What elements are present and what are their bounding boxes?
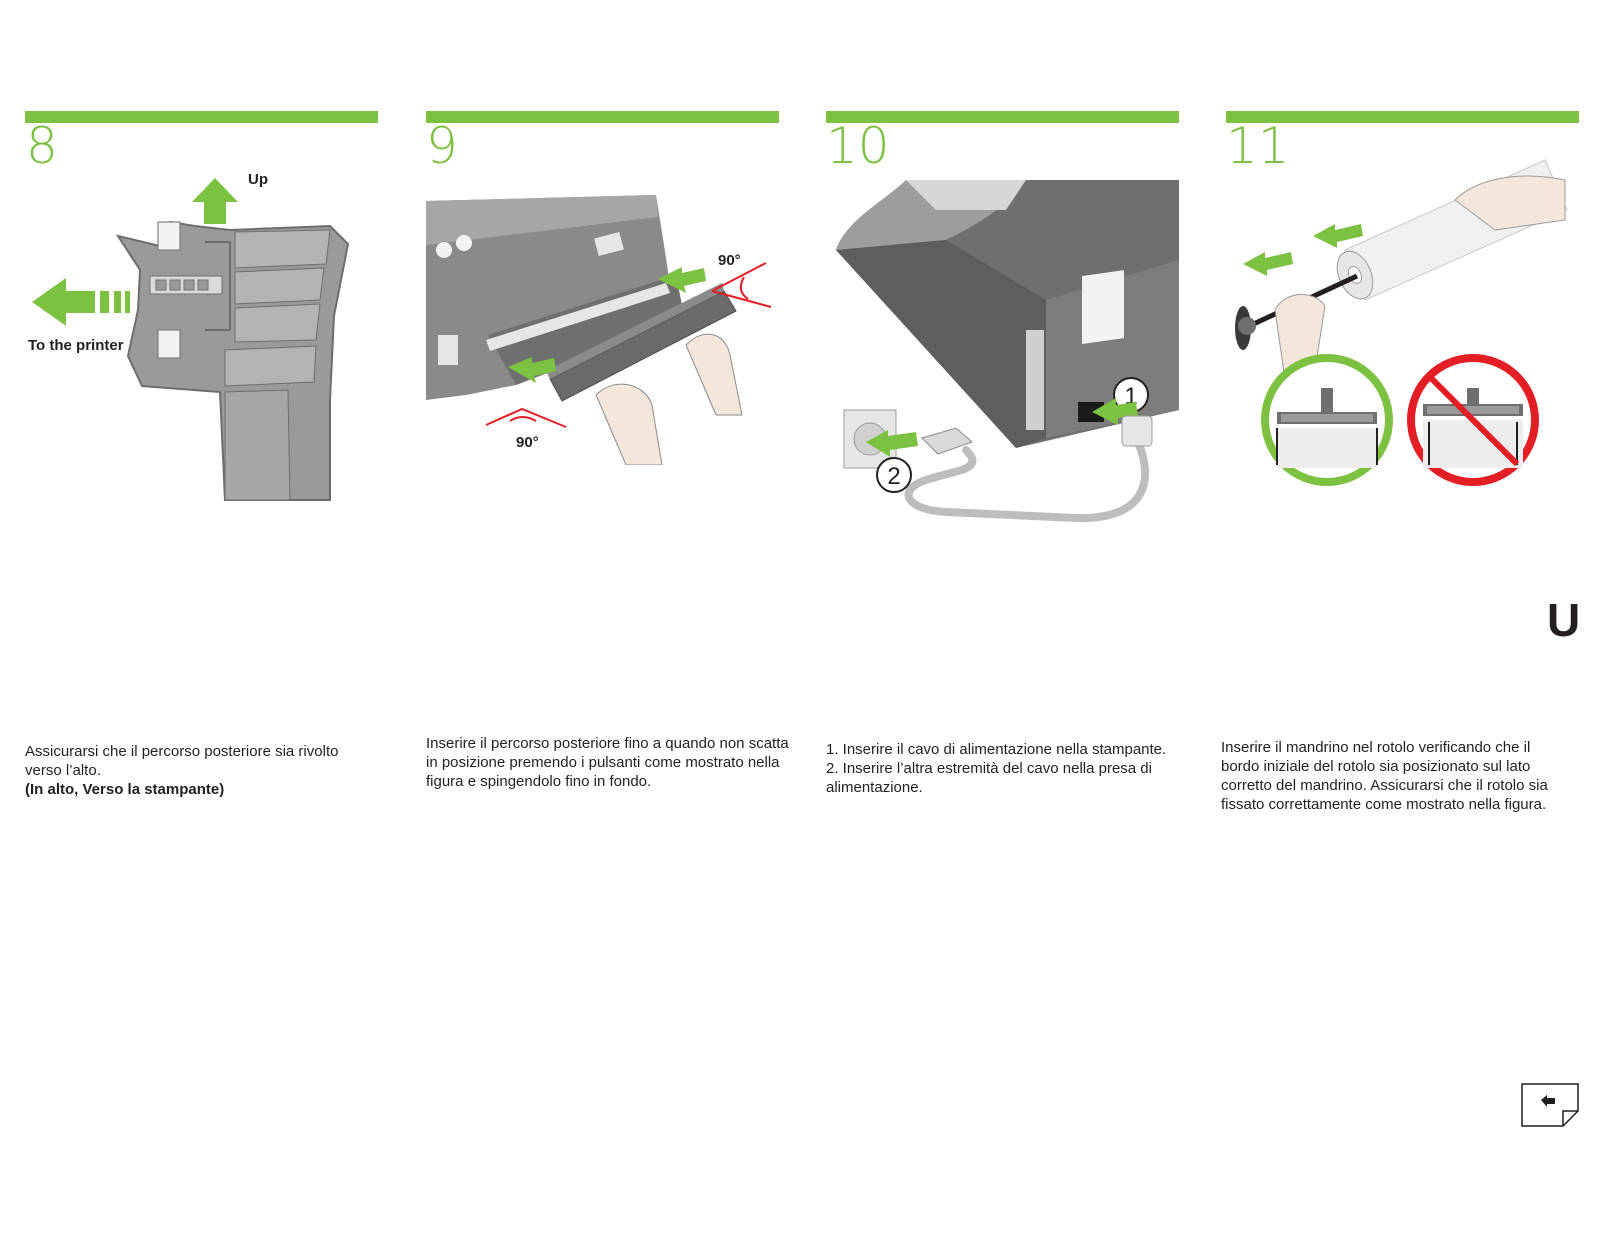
to-printer-label: To the printer (28, 337, 124, 354)
section-letter: U (1547, 594, 1581, 646)
step-8-rear-path-figure: Up To the printer (28, 171, 350, 501)
step-9-caption-line-2: in posizione premendo i pulsanti come mo… (426, 754, 780, 771)
step-10-caption: 1. Inserire il cavo di alimentazione nel… (826, 740, 1196, 797)
callout-2-label: 2 (887, 463, 900, 490)
up-arrow-icon (192, 178, 238, 224)
step-8-header-bar (25, 111, 378, 123)
step-11-number: 11 (1226, 117, 1290, 175)
step-10-number: 10 (826, 117, 890, 175)
correct-circle-icon (1261, 354, 1393, 486)
step-8-caption-line-2: verso l’alto. (25, 762, 101, 779)
socket-arrow-icon (866, 430, 918, 457)
step-10-header-bar (826, 111, 1179, 123)
step-11-spindle-roll-figure (1235, 159, 1568, 486)
step-8-caption-line-1: Assicurarsi che il percorso posteriore s… (25, 743, 339, 760)
step-8-caption-bold: (In alto, Verso la stampante) (25, 781, 225, 798)
up-label: Up (248, 171, 268, 188)
step-10-caption-line-2: 2. Inserire l’altra estremità del cavo n… (826, 760, 1152, 777)
step-9-caption-line-3: figura e spingendolo fino in fondo. (426, 773, 652, 790)
plug-arrow-icon (1092, 398, 1138, 425)
roll-arrow-icon (1313, 224, 1363, 248)
step-11-header-bar (1226, 111, 1579, 123)
step-11-caption-line-1: Inserire il mandrino nel rotolo verifica… (1221, 739, 1531, 756)
step-10-caption-line-3: alimentazione. (826, 779, 923, 796)
to-printer-arrow-icon (32, 278, 95, 326)
step-9-caption: Inserire il percorso posteriore fino a q… (426, 734, 796, 791)
back-arrow-page-icon (1521, 1083, 1579, 1127)
step-11-caption-line-3: corretto del mandrino. Assicurarsi che i… (1221, 777, 1548, 794)
step-11-caption-line-2: bordo iniziale del rotolo sia posizionat… (1221, 758, 1531, 775)
step-9-angle-bottom: 90° (516, 434, 539, 451)
callout-2-circle (876, 457, 912, 493)
spindle-arrow-icon (1243, 252, 1293, 276)
step-11-caption: Inserire il mandrino nel rotolo verifica… (1221, 738, 1591, 814)
step-10-power-cable-figure: 1 2 (836, 180, 1179, 523)
insert-arrow-left-icon (508, 357, 556, 383)
insert-arrow-right-icon (658, 267, 706, 293)
step-9-number: 9 (426, 117, 458, 175)
prohibited-circle-icon (1407, 354, 1539, 486)
step-9-header-bar (426, 111, 779, 123)
step-8-number: 8 (26, 117, 58, 175)
step-9-insert-rear-path-figure: 90° 90° (426, 195, 772, 465)
back-page-button[interactable] (1521, 1083, 1579, 1127)
step-9-caption-line-1: Inserire il percorso posteriore fino a q… (426, 735, 789, 752)
step-11-caption-line-4: fissato correttamente come mostrato nell… (1221, 796, 1547, 813)
step-8-caption: Assicurarsi che il percorso posteriore s… (25, 742, 385, 799)
step-10-caption-line-1: 1. Inserire il cavo di alimentazione nel… (826, 741, 1167, 758)
step-9-angle-top: 90° (718, 252, 741, 269)
